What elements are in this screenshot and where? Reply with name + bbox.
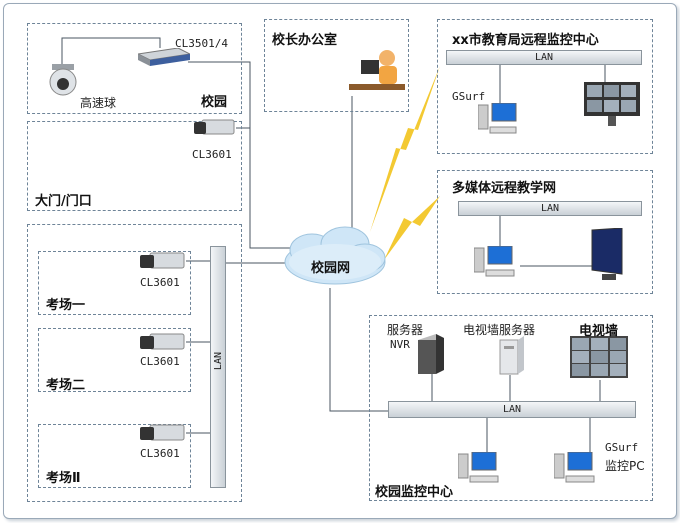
switch-icon [138, 48, 190, 66]
edu-video-wall-icon [584, 82, 640, 126]
exam2-box [38, 328, 191, 392]
exam2-label: 考场二 [46, 378, 86, 393]
exam1-camera-icon [140, 252, 185, 269]
tv-wall-server-label: 电视墙服务器 [463, 323, 536, 337]
exam3-box [38, 424, 191, 488]
speed-dome-label: 高速球 [80, 96, 117, 110]
exam1-label: 考场一 [46, 298, 86, 313]
edu-bureau-box [437, 19, 653, 154]
monitor-pc-icon [554, 452, 595, 483]
edu-gsurf-label: GSurf [452, 90, 486, 103]
exam3-label: 考场Ⅱ [46, 471, 81, 486]
principal-office-label: 校长办公室 [272, 33, 338, 48]
switch-model-label: CL3501/4 [175, 37, 228, 50]
edu-bureau-label: xx市教育局远程监控中心 [452, 33, 599, 48]
campus-net-label: 校园网 [311, 261, 351, 276]
campus-center-label: 校园监控中心 [375, 485, 454, 500]
campus-net-cloud [284, 226, 386, 285]
edu-pc-icon [478, 103, 517, 134]
edu-lan-bar: LAN [446, 50, 642, 65]
exam-area-box [27, 224, 242, 502]
center-lan-bar: LAN [388, 401, 636, 418]
exam2-camera-label: CL3601 [140, 355, 180, 368]
exam-lan-bar [210, 246, 226, 488]
gate-camera-label: CL3601 [192, 148, 232, 161]
exam2-camera-icon [140, 333, 185, 350]
campus-label: 校园 [201, 95, 228, 110]
campus-area-box [27, 23, 242, 114]
exam3-camera-icon [140, 424, 185, 441]
campus-center-box [369, 315, 653, 501]
nvr-server-icon [418, 334, 444, 374]
mm-monitor-icon [591, 228, 623, 280]
center-pc-icon [458, 452, 499, 483]
gate-camera-icon [194, 119, 235, 135]
tv-wall-server-icon [499, 336, 524, 375]
speed-dome-icon [49, 64, 77, 96]
monitor-pc-label: 监控PC [605, 459, 645, 473]
exam1-box [38, 251, 191, 315]
nvr-label: NVR [390, 338, 410, 351]
principal-office-box [264, 19, 409, 112]
tv-wall-icon [570, 336, 628, 378]
mm-pc-icon [474, 246, 515, 277]
gate-area-box [27, 121, 242, 211]
multimedia-box [437, 170, 653, 294]
exam3-camera-label: CL3601 [140, 447, 180, 460]
mm-lan-bar: LAN [458, 201, 642, 216]
officer-icon [349, 50, 405, 90]
monitor-gsurf-label: GSurf [605, 441, 639, 454]
exam-lan-label: LAN [213, 352, 224, 371]
gate-area-label: 大门/门口 [35, 194, 92, 209]
server-label: 服务器 [387, 323, 424, 337]
exam1-camera-label: CL3601 [140, 276, 180, 289]
tv-wall-label: 电视墙 [579, 324, 619, 339]
multimedia-label: 多媒体远程教学网 [452, 181, 557, 196]
